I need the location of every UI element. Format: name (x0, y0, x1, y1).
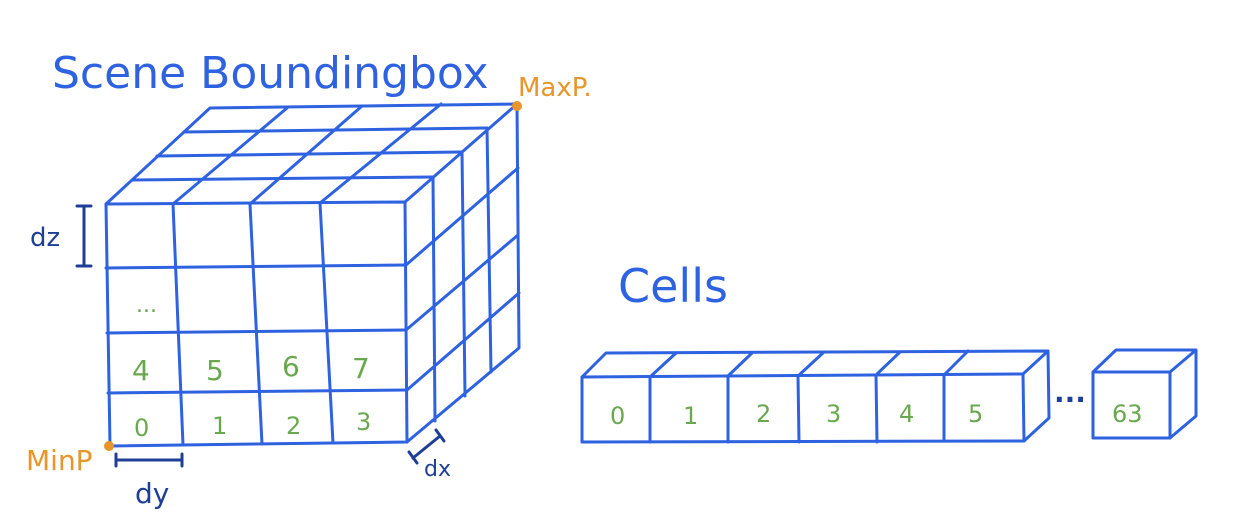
right-face-horizontal-lines (404, 166, 521, 392)
cells-top-edge (580, 349, 1050, 379)
scene-boundingbox-title: Scene Boundingbox (52, 48, 489, 99)
dimension-markers: dz dy dx (30, 204, 451, 510)
cells-front-outline (580, 372, 1026, 444)
cell-label-3: 3 (826, 400, 841, 428)
grid-numbers: ... 4 5 6 7 0 1 2 3 (132, 293, 371, 442)
grid-ellipsis: ... (136, 293, 157, 318)
cell-label-1: 1 (683, 402, 698, 430)
cells-row: 0 1 2 3 4 5 ... 63 (580, 348, 1198, 444)
front-face-vertical-lines (171, 201, 335, 447)
cell-label-63: 63 (1112, 400, 1143, 428)
cells-right-edge (1022, 349, 1051, 443)
grid-cell-6: 6 (282, 350, 300, 383)
grid-cell-3: 3 (356, 408, 371, 436)
bounding-box-cube (104, 102, 521, 448)
grid-cell-4: 4 (132, 354, 150, 387)
cells-title: Cells (618, 259, 728, 313)
dy-bracket (114, 452, 184, 468)
right-face-vertical-lines (431, 126, 493, 423)
grid-cell-0: 0 (134, 414, 149, 442)
dz-label: dz (30, 223, 60, 253)
min-point-dot (104, 441, 114, 451)
grid-cell-5: 5 (206, 354, 224, 387)
grid-cell-2: 2 (286, 412, 301, 440)
dz-bracket (75, 204, 93, 268)
dx-label: dx (424, 457, 451, 482)
cell-label-4: 4 (899, 400, 914, 428)
cells-ellipsis: ... (1054, 376, 1086, 409)
dy-label: dy (135, 477, 169, 510)
cell-label-2: 2 (756, 400, 771, 428)
right-face-outline (405, 102, 521, 444)
grid-cell-1: 1 (212, 412, 227, 440)
min-point-label: MinP (26, 444, 93, 477)
last-cell-outline (1091, 348, 1198, 440)
cell-label-5: 5 (968, 400, 983, 428)
cell-label-0: 0 (610, 402, 625, 430)
max-point-dot (512, 101, 522, 111)
dx-bracket (407, 428, 446, 465)
top-face-width-lines (130, 126, 489, 182)
cells-dividers (648, 349, 970, 444)
grid-cell-7: 7 (352, 352, 370, 385)
max-point-label: MaxP. (518, 73, 592, 103)
